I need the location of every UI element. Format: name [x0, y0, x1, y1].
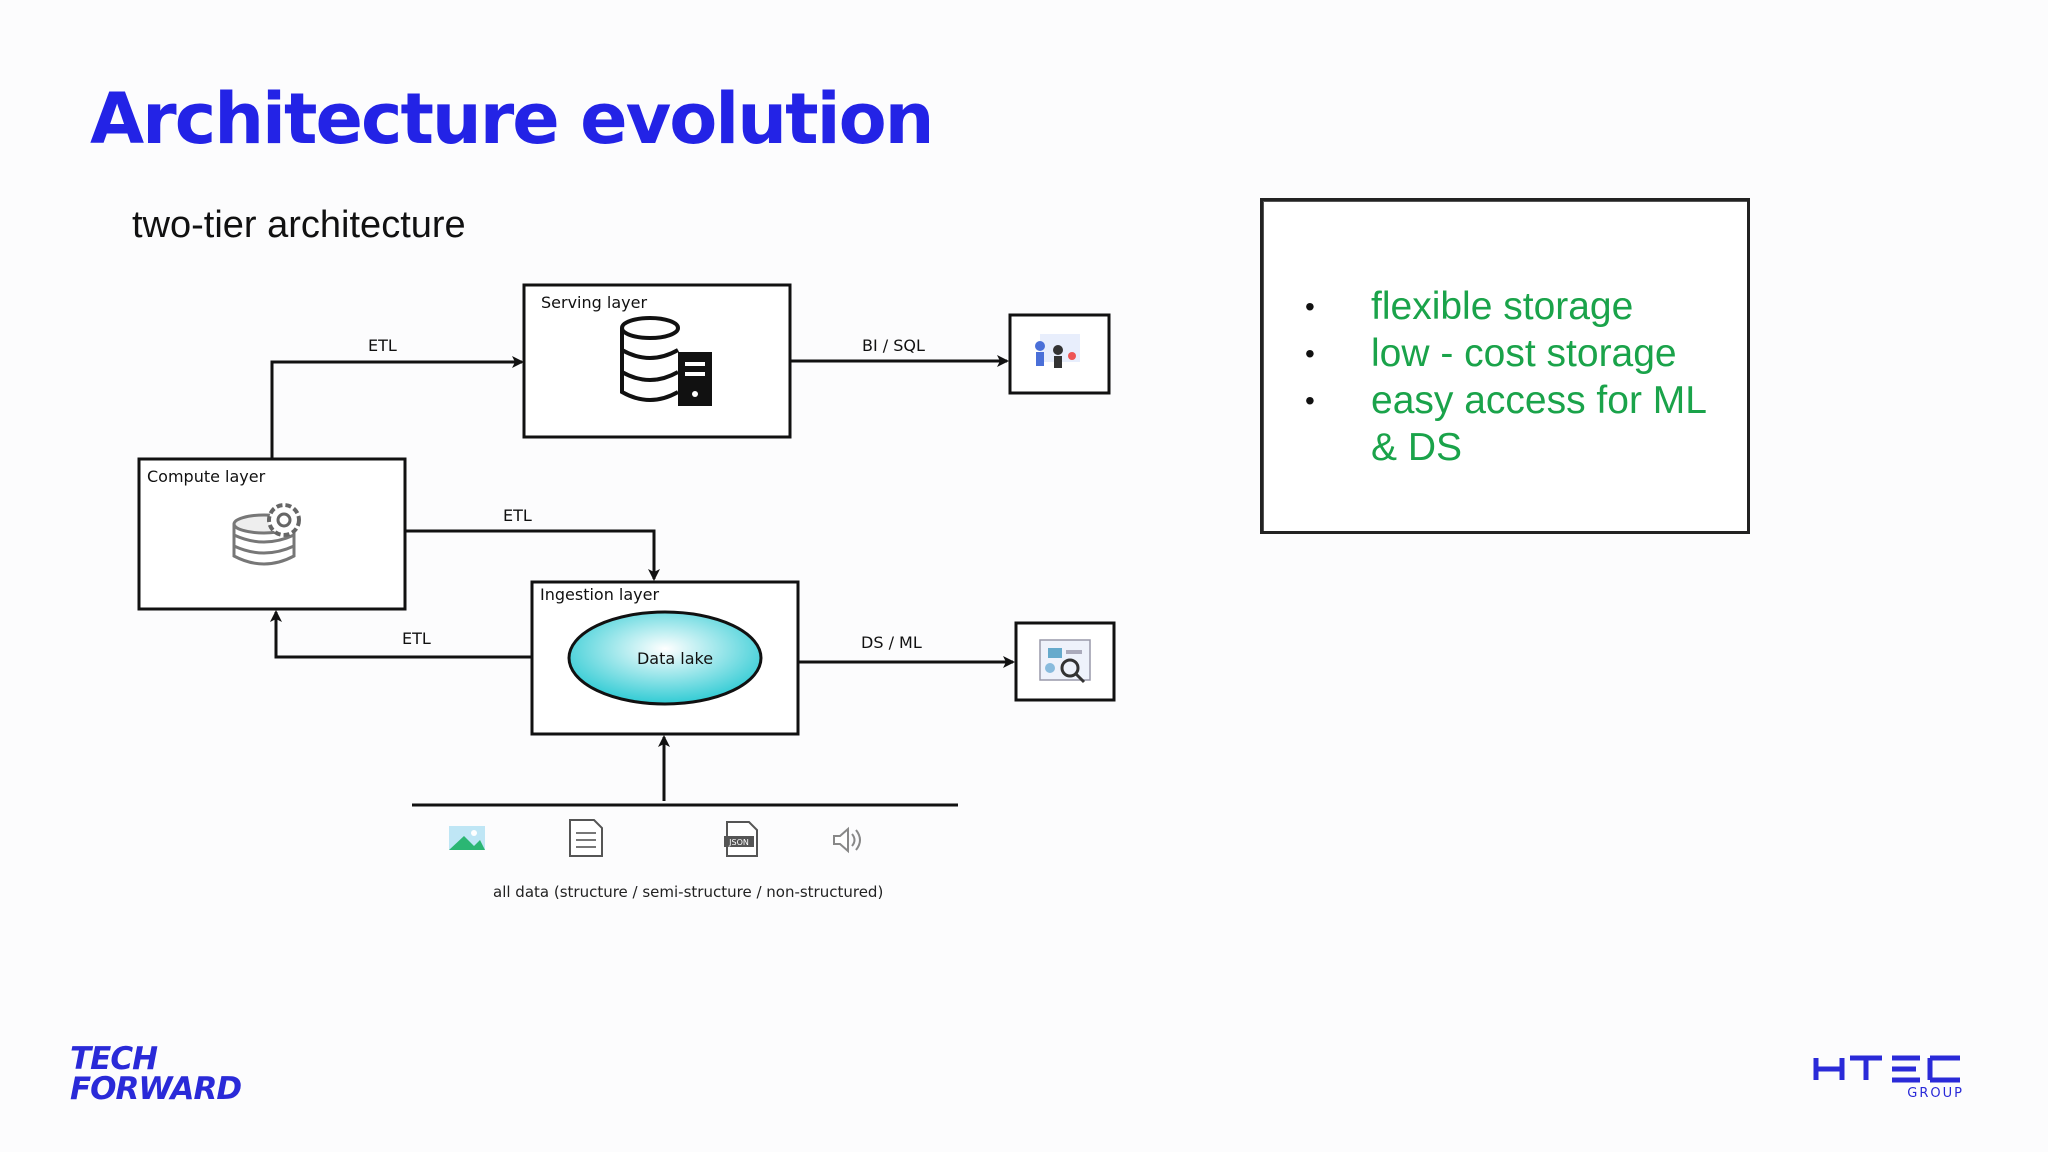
- etl-to-compute-arrow: [270, 610, 532, 659]
- etl-to-ingestion-arrow: [405, 529, 660, 581]
- bullet-icon: •: [1305, 291, 1315, 322]
- benefit-text: flexible storage: [1371, 285, 1634, 328]
- tech-forward-logo-line2: FORWARD: [70, 1071, 242, 1107]
- image-icon: [449, 826, 485, 850]
- analytics-people-icon: [1035, 334, 1080, 368]
- htec-group-logo: GROUP: [1812, 1054, 1964, 1101]
- benefit-item: • flexible storage: [1263, 283, 1723, 330]
- etl-middle-label: ETL: [503, 506, 532, 525]
- etl-to-serving-arrow: [270, 356, 524, 459]
- ds-ml-label: DS / ML: [861, 633, 922, 652]
- bi-sql-label: BI / SQL: [862, 336, 925, 355]
- all-data-caption: all data (structure / semi-structure / n…: [493, 883, 883, 901]
- compute-layer-box: Compute layer: [137, 457, 407, 611]
- benefit-item: • easy access for ML & DS: [1263, 377, 1723, 471]
- data-lake-ellipse: [567, 610, 763, 706]
- database-server-icon: [620, 316, 712, 406]
- etl-bottom-label: ETL: [402, 629, 431, 648]
- serving-layer-box: Serving layer: [522, 283, 792, 439]
- etl-top-label: ETL: [368, 336, 397, 355]
- speaker-icon: [833, 826, 861, 854]
- bi-dashboard-box: [1008, 313, 1111, 395]
- serving-layer-label: Serving layer: [541, 293, 647, 312]
- benefit-text: low - cost storage: [1371, 332, 1677, 375]
- document-icon: [569, 819, 603, 857]
- slide-title: Architecture evolution: [90, 78, 935, 160]
- ingestion-layer-box: Ingestion layer Data lake: [530, 580, 800, 736]
- htec-wordmark-icon: [1813, 1055, 1960, 1083]
- benefit-text: easy access for ML & DS: [1371, 379, 1706, 469]
- database-gear-icon: [232, 503, 301, 566]
- svg-text:JSON: JSON: [728, 838, 749, 847]
- tech-forward-logo-line1: TECH: [70, 1041, 158, 1077]
- data-lake-label: Data lake: [637, 649, 713, 668]
- json-file-icon: JSON: [724, 821, 758, 857]
- ingestion-layer-label: Ingestion layer: [540, 585, 659, 604]
- benefit-item: • low - cost storage: [1263, 330, 1723, 377]
- data-analysis-icon: [1039, 639, 1091, 684]
- benefits-box: • flexible storage • low - cost storage • e…: [1260, 198, 1750, 534]
- slide-subtitle: two-tier architecture: [132, 204, 466, 246]
- compute-layer-label: Compute layer: [147, 467, 266, 486]
- benefits-list: • flexible storage • low - cost storage • e…: [1263, 283, 1723, 471]
- tech-forward-logo: TECH FORWARD: [70, 1041, 242, 1107]
- ml-analytics-box: [1014, 621, 1116, 702]
- htec-group-text: GROUP: [1907, 1086, 1964, 1101]
- bullet-icon: •: [1305, 385, 1315, 416]
- bullet-icon: •: [1305, 338, 1315, 369]
